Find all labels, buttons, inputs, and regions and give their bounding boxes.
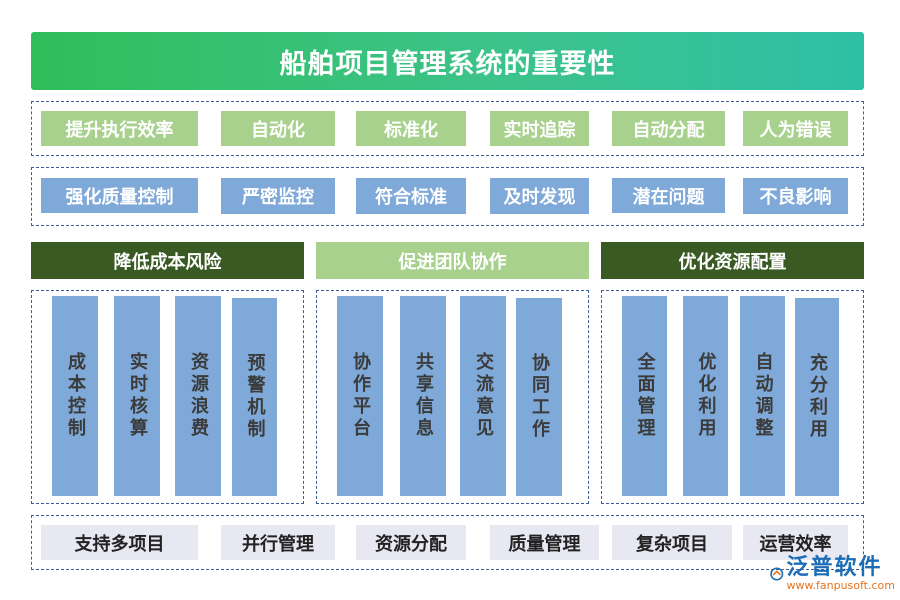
logo-name: 泛普软件 [786, 554, 883, 580]
section2-column-4: 协同工作 [516, 298, 562, 496]
section1-column-1: 成本控制 [52, 296, 98, 496]
logo-url: www.fanpusoft.com [786, 579, 895, 593]
row1-chip-3: 标准化 [356, 111, 466, 146]
row1-chip-4: 实时追踪 [490, 111, 589, 146]
row1-frame [31, 101, 864, 156]
row1-chip-6: 人为错误 [743, 111, 848, 146]
section3-column-1: 全面管理 [622, 296, 667, 496]
section3-column-4: 充分利用 [795, 298, 839, 496]
row1-chip-2: 自动化 [221, 111, 335, 146]
logo-icon [770, 567, 784, 581]
row2-frame [31, 167, 864, 226]
section2-column-1: 协作平台 [337, 296, 383, 496]
section-frame-1 [31, 290, 304, 504]
bottom-frame [31, 515, 864, 570]
section3-column-2: 优化利用 [683, 296, 728, 496]
section-frame-3 [601, 290, 864, 504]
section2-column-3: 交流意见 [460, 296, 506, 496]
section1-column-4: 预警机制 [232, 298, 277, 496]
row1-chip-1: 提升执行效率 [41, 111, 198, 146]
bottom-chip-2: 并行管理 [221, 525, 335, 560]
section1-column-2: 实时核算 [114, 296, 160, 496]
bottom-chip-5: 复杂项目 [612, 525, 732, 560]
section-header-2: 促进团队协作 [316, 242, 589, 279]
row2-chip-5: 潜在问题 [612, 178, 725, 213]
bottom-chip-1: 支持多项目 [41, 525, 198, 560]
section1-column-3: 资源浪费 [175, 296, 221, 496]
page-title: 船舶项目管理系统的重要性 [279, 48, 616, 80]
section-frame-2 [316, 290, 589, 504]
section-header-1: 降低成本风险 [31, 242, 304, 279]
row2-chip-1: 强化质量控制 [41, 178, 198, 213]
section2-column-2: 共享信息 [400, 296, 446, 496]
row2-chip-6: 不良影响 [743, 178, 848, 214]
row1-chip-5: 自动分配 [612, 111, 725, 146]
bottom-chip-3: 资源分配 [356, 525, 466, 560]
brand-logo: 泛普软件 www.fanpusoft.com [770, 552, 895, 596]
bottom-chip-6: 运营效率 [743, 525, 848, 560]
row2-chip-2: 严密监控 [221, 178, 335, 214]
row2-chip-4: 及时发现 [490, 178, 589, 214]
title-banner: 船舶项目管理系统的重要性 [31, 32, 864, 90]
section-header-3: 优化资源配置 [601, 242, 864, 279]
row2-chip-3: 符合标准 [356, 178, 466, 214]
section3-column-3: 自动调整 [740, 296, 785, 496]
bottom-chip-4: 质量管理 [490, 525, 599, 560]
